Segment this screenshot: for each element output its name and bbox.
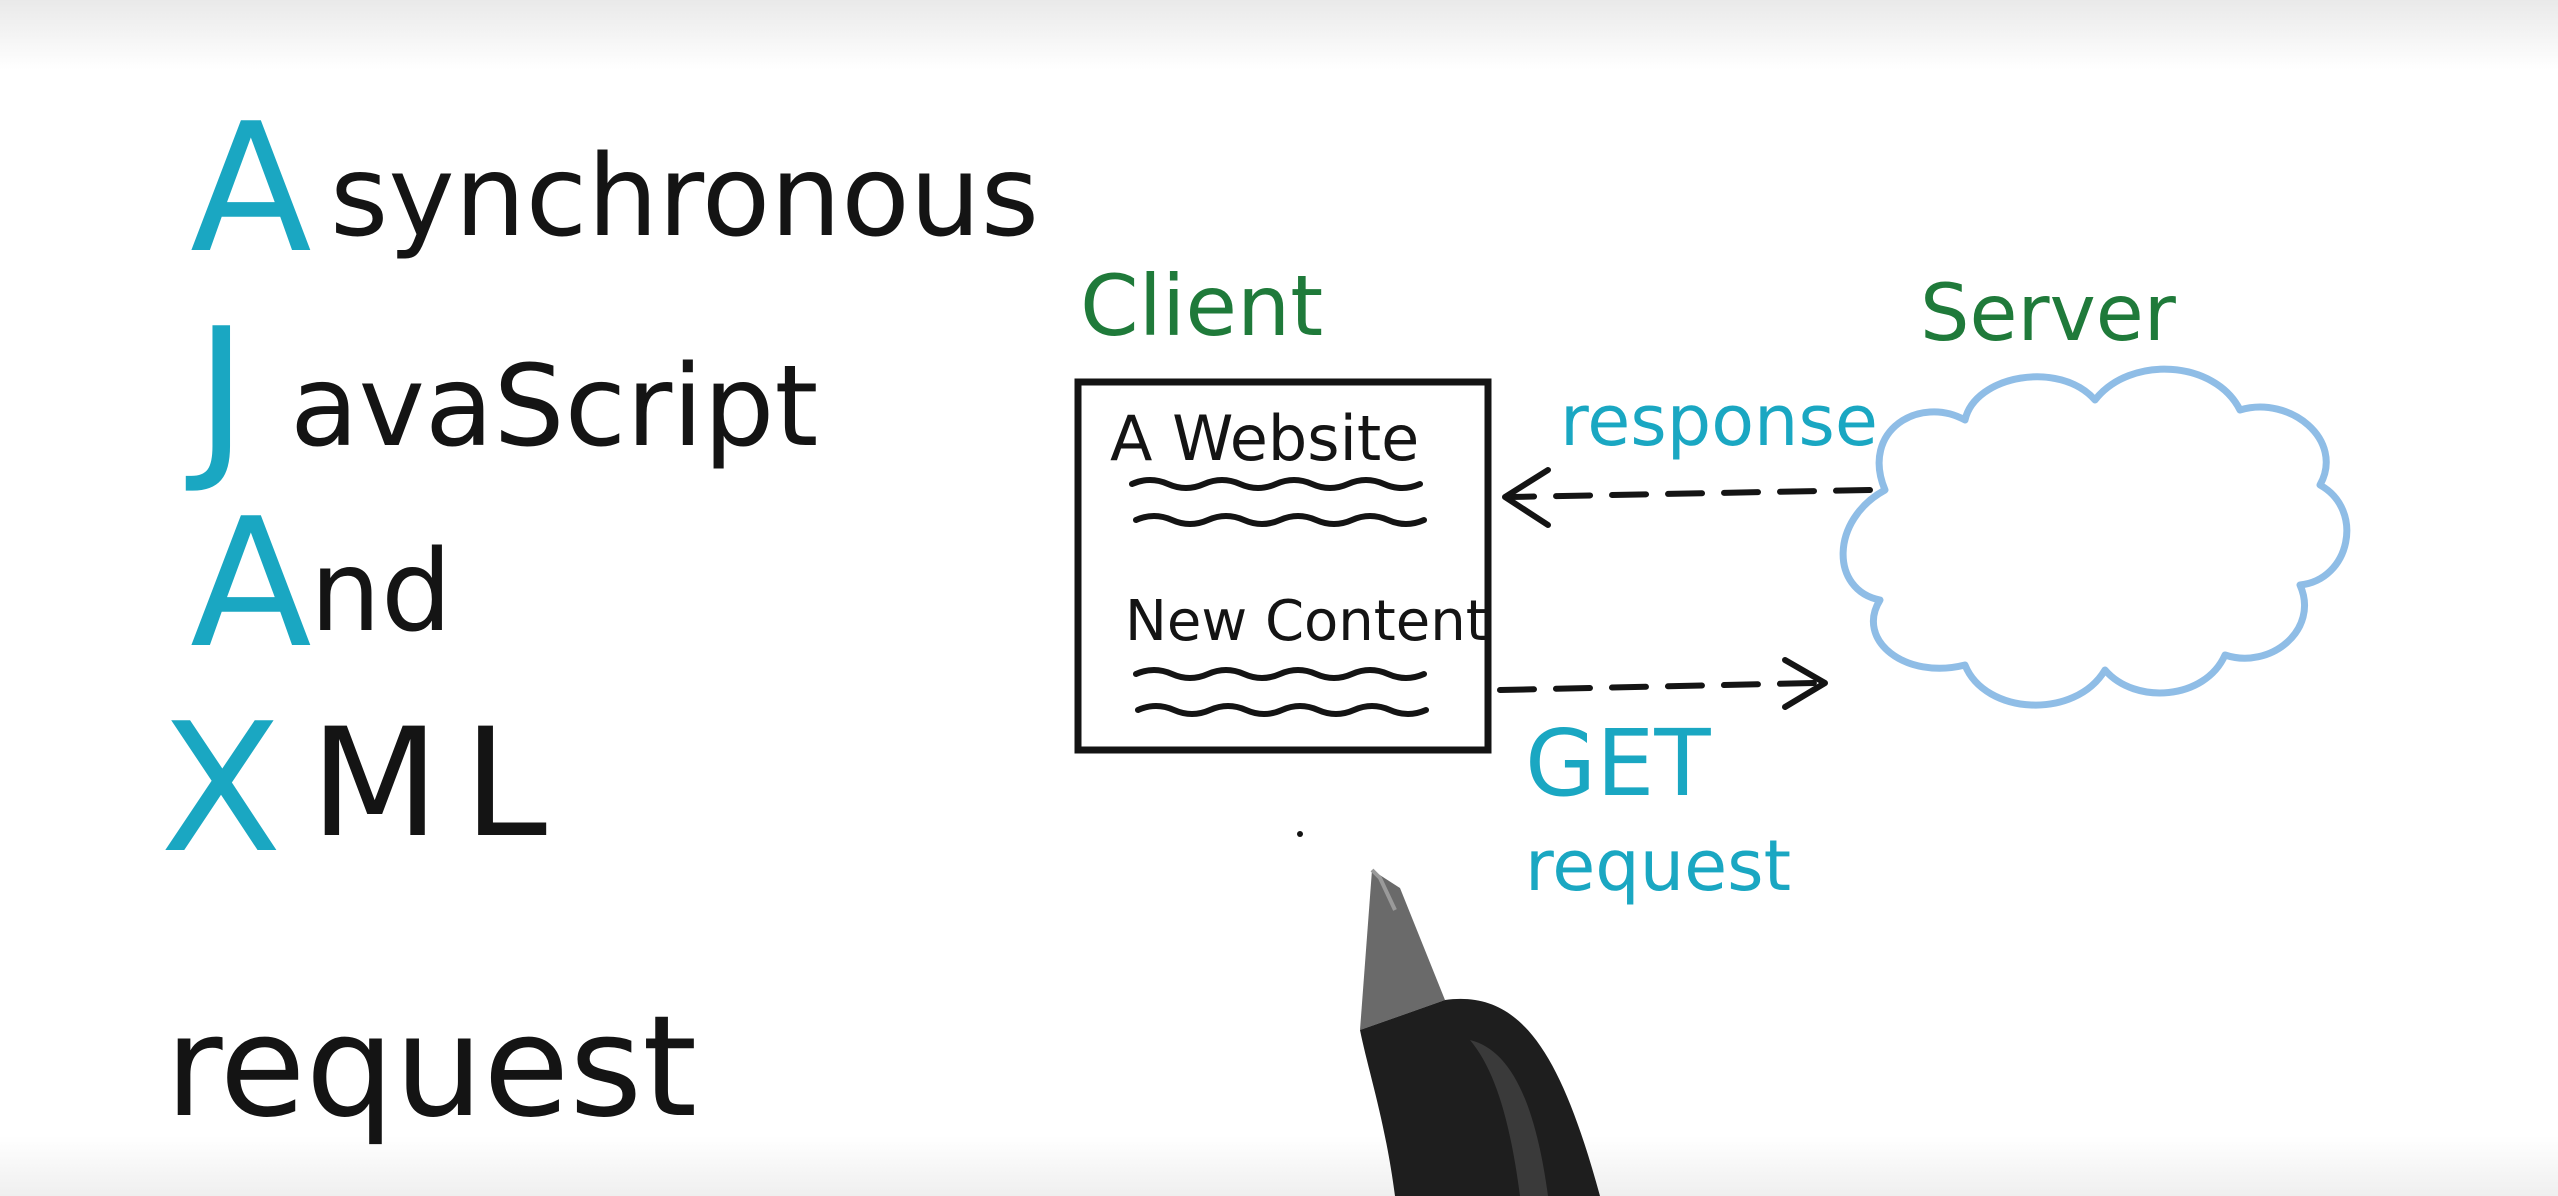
acronym-word-and: nd: [310, 527, 452, 657]
acronym-word-ml: ML: [310, 697, 571, 871]
acronym-word-asynchronous: synchronous: [330, 132, 1039, 262]
acronym-initial-x: X: [160, 685, 282, 892]
new-content-label: New Content: [1125, 589, 1488, 654]
website-title: A Website: [1110, 402, 1419, 475]
server-group: Server: [1839, 269, 2351, 709]
acronym-initial-a1: A: [190, 85, 312, 292]
squiggle-line-4: [1135, 703, 1429, 717]
squiggle-line-1: [1129, 477, 1423, 491]
get-label: GET: [1525, 710, 1711, 817]
acronym-list: A synchronous J avaScript A nd X ML requ…: [160, 85, 1039, 1149]
response-arrow: [1502, 467, 1873, 528]
acronym-initial-j: J: [185, 290, 248, 497]
footer-word-request: request: [165, 986, 697, 1149]
client-label: Client: [1080, 257, 1323, 355]
acronym-word-javascript: avaScript: [290, 342, 818, 472]
request-label: request: [1525, 825, 1791, 907]
top-shade: [0, 0, 2558, 70]
cloud-icon: [1839, 365, 2351, 709]
squiggle-line-2: [1133, 513, 1427, 527]
server-label: Server: [1920, 269, 2177, 359]
website-box: [1074, 378, 1492, 754]
bottom-shade: [0, 1136, 2558, 1196]
client-group: Client A Website New Content: [1074, 257, 1492, 754]
response-label: response: [1560, 380, 1878, 462]
pen-icon: [1360, 868, 1600, 1196]
squiggle-line-3: [1133, 667, 1427, 681]
get-request-arrow: [1497, 657, 1828, 710]
acronym-initial-a2: A: [190, 480, 312, 687]
stray-dot: [1297, 831, 1303, 837]
